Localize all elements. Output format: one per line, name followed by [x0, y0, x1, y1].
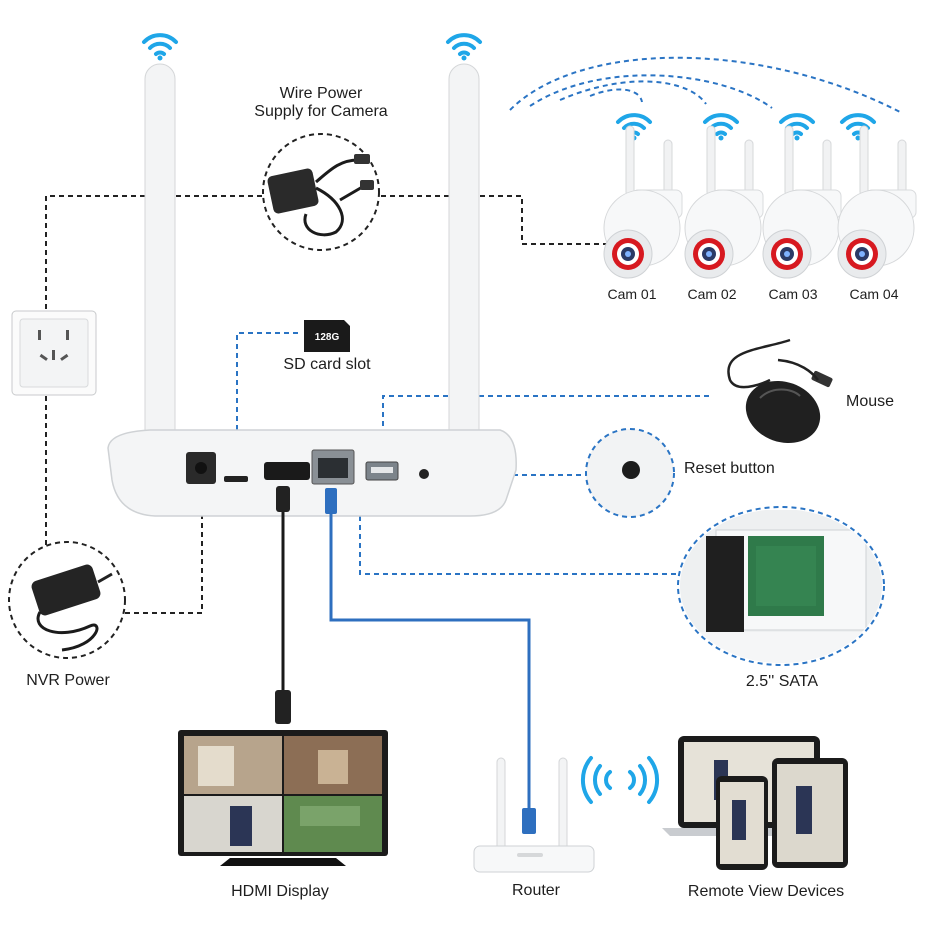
wireless-waves: [580, 756, 660, 804]
camera-power-supply: [262, 133, 380, 251]
nvr-power-adapter: [8, 541, 126, 659]
hdmi-display: [178, 730, 388, 866]
power-supply-label-line-1: Wire Power: [279, 85, 363, 102]
camera-cam-02: [684, 113, 764, 279]
sd-card-capacity: 128G: [315, 332, 340, 343]
sd-card: 128G: [304, 320, 350, 352]
nvr-unit: [107, 429, 517, 517]
router: [473, 757, 595, 873]
black-dashed-power-lines: [45, 195, 615, 614]
mouse: [727, 338, 833, 444]
nvr-antenna-left: [142, 33, 178, 457]
power-supply-label-line-2: Supply for Camera: [254, 103, 388, 120]
reset-port: [419, 469, 429, 479]
nvr-antenna-right: [446, 33, 482, 457]
camera-cam-01: [603, 113, 683, 279]
remote-view-devices-label: Remote View Devices: [687, 883, 845, 900]
sd-card-port: [224, 476, 248, 482]
sata-label: 2.5'' SATA: [745, 673, 819, 690]
router-label: Router: [511, 882, 561, 899]
remote-view-devices: [662, 736, 848, 870]
wall-socket: [11, 310, 97, 396]
cam-04-label: Cam 04: [849, 286, 899, 302]
ethernet-cable: [325, 488, 536, 834]
nvr-power-label: NVR Power: [26, 672, 110, 689]
mouse-label: Mouse: [846, 393, 895, 410]
cam-02-label: Cam 02: [687, 286, 737, 302]
reset-button-label: Reset button: [684, 460, 775, 477]
sata-zoom: [677, 506, 885, 666]
hdmi-cable: [275, 486, 291, 724]
hdmi-display-label: HDMI Display: [231, 883, 329, 900]
cam-03-label: Cam 03: [768, 286, 818, 302]
camera-cam-03: [762, 113, 842, 279]
power-supply-label: Wire Power Supply for Camera: [238, 85, 404, 121]
reset-button-zoom: [585, 428, 675, 518]
hdmi-port: [264, 462, 310, 480]
sd-card-slot-label: SD card slot: [283, 356, 371, 373]
cam-01-label: Cam 01: [607, 286, 657, 302]
camera-cam-04: [837, 113, 917, 279]
